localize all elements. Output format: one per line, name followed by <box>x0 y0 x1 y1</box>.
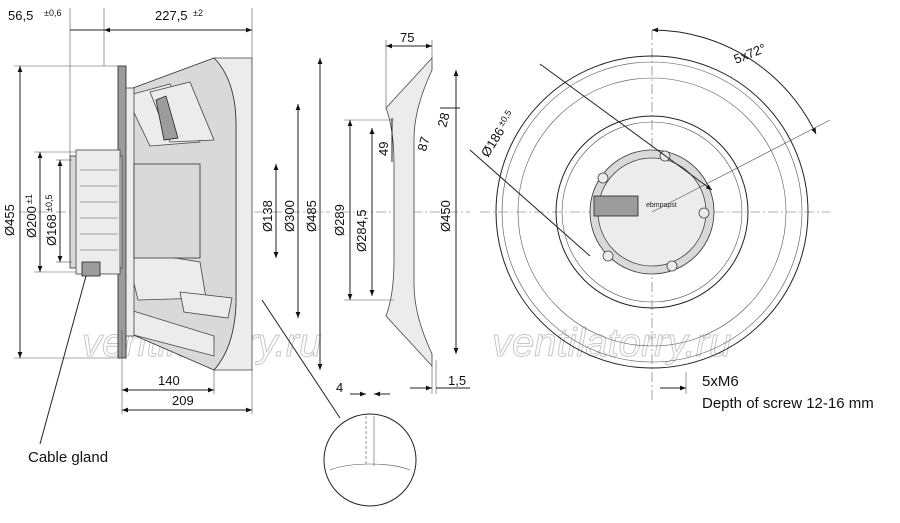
side-view: 56,5 ±0,6 227,5 ±2 Ø455 Ø200 ±1 Ø168 ±0,… <box>2 8 330 466</box>
dim-d168-tol: ±0,5 <box>44 195 54 212</box>
dim-d455: Ø455 <box>2 204 17 236</box>
dim-4: 4 <box>336 380 343 395</box>
terminal-block <box>593 195 639 217</box>
dim-d200-tol: ±1 <box>24 194 34 204</box>
motor-fins <box>80 169 118 251</box>
detail-leader <box>261 299 341 419</box>
dim-inlet-offset: 56,5 <box>8 8 33 23</box>
dim-49: 49 <box>376 142 391 156</box>
dim-d186-tol: ±0,5 <box>496 108 514 128</box>
cable-gland-leader <box>39 275 87 445</box>
dim-d168: Ø168 <box>44 214 59 246</box>
dim-d485: Ø485 <box>304 200 319 232</box>
cable-gland <box>81 261 101 277</box>
screw-spec: 5xM6 <box>702 373 739 390</box>
dim-d200: Ø200 <box>24 206 39 238</box>
dim-d450: Ø450 <box>438 200 453 232</box>
dim-1-5: 1,5 <box>448 373 466 388</box>
cable-gland-label: Cable gland <box>28 449 108 466</box>
impeller-blades <box>125 81 233 357</box>
dim-140: 140 <box>158 373 180 388</box>
dim-87: 87 <box>414 135 432 153</box>
dim-5x72: 5x72° <box>732 40 769 66</box>
dim-d284-5: Ø284,5 <box>354 209 369 252</box>
dim-209: 209 <box>172 393 194 408</box>
inlet-ring-section <box>385 56 433 368</box>
dim-d138: Ø138 <box>260 200 275 232</box>
dim-d186: Ø186 <box>478 125 508 160</box>
section-view: 75 28 87 49 Ø289 Ø284,5 Ø450 1,5 4 <box>261 30 470 507</box>
hub <box>133 163 201 259</box>
screw-depth: Depth of screw 12-16 mm <box>702 395 874 412</box>
dim-28: 28 <box>434 111 452 129</box>
watermark-2: ventilatorry.ru <box>492 321 731 365</box>
backplate-ring <box>125 87 135 337</box>
detail-circle <box>323 413 417 507</box>
dim-overall-depth-tol: ±2 <box>193 8 203 18</box>
dim-overall-depth: 227,5 <box>155 8 188 23</box>
dim-d289: Ø289 <box>332 204 347 236</box>
motor-flange <box>75 149 121 275</box>
dim-75: 75 <box>400 30 414 45</box>
dim-inlet-offset-tol: ±0,6 <box>44 8 61 18</box>
dim-d300: Ø300 <box>282 200 297 232</box>
brand-label: ebmpapst <box>646 202 677 209</box>
